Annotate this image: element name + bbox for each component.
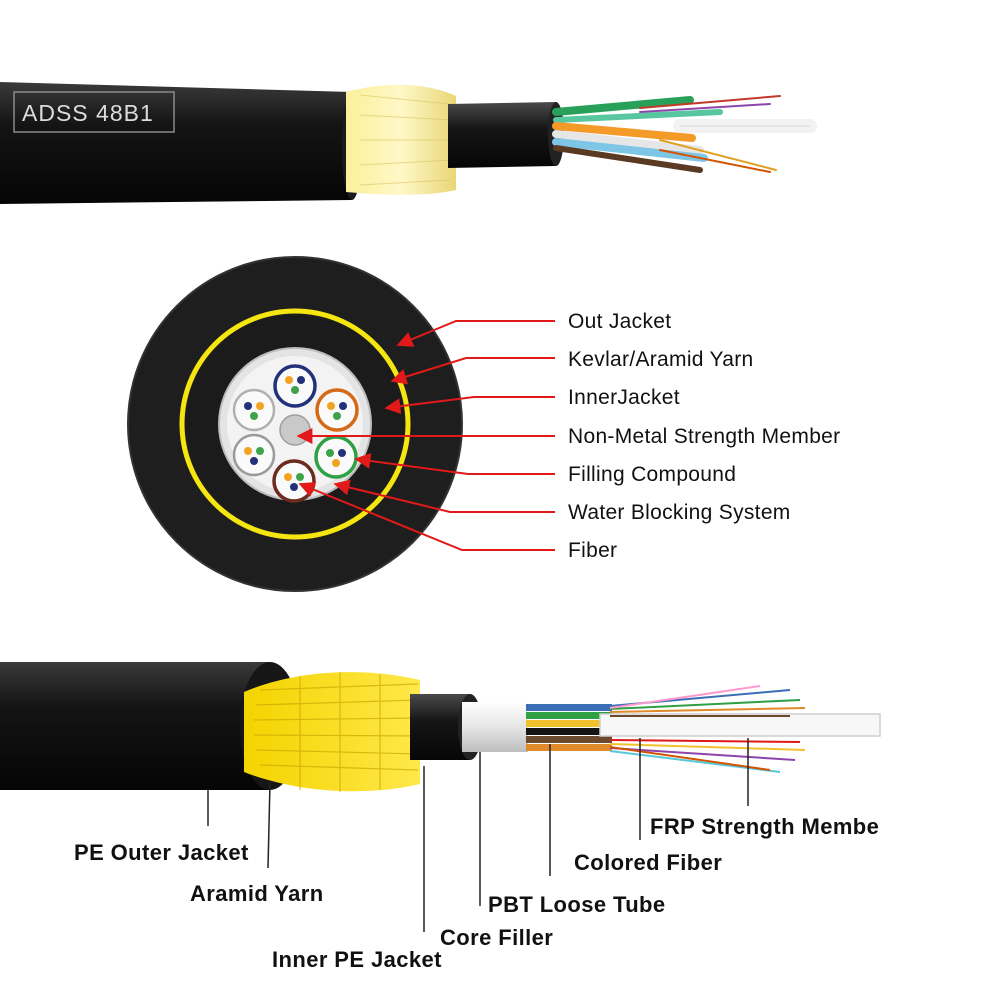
bottom-colored-fibers: [609, 685, 806, 773]
cs-loose-tubes: [232, 364, 359, 503]
leader-water-blocking: [333, 479, 555, 513]
label-colored-fiber: Colored Fiber: [574, 850, 722, 875]
cs-labels: Out Jacket Kevlar/Aramid Yarn InnerJacke…: [568, 310, 840, 562]
label-filling-compound: Filling Compound: [568, 463, 736, 486]
bottom-cable-illustration: PE Outer Jacket Aramid Yarn Inner PE Jac…: [0, 662, 881, 972]
label-pbt-loose-tube: PBT Loose Tube: [488, 892, 666, 917]
cs-leader-lines: [296, 320, 555, 551]
bottom-outer-jacket: [0, 662, 270, 790]
label-pe-outer-jacket: PE Outer Jacket: [74, 840, 249, 865]
leader-fiber: [298, 482, 555, 551]
cable-print: ADSS 48B1: [22, 100, 154, 126]
cs-tube-grey: [232, 433, 276, 477]
cable-print-box: [13, 91, 175, 133]
label-fiber: Fiber: [568, 539, 617, 562]
leader-inner-jacket: [384, 396, 555, 415]
bottom-loose-tubes: [526, 704, 612, 751]
bottom-core-filler: [462, 702, 528, 752]
label-inner-pe-jacket: Inner PE Jacket: [272, 947, 442, 972]
cs-strength-member: [279, 414, 311, 446]
leader-out-jacket: [396, 320, 555, 347]
label-out-jacket: Out Jacket: [568, 310, 671, 333]
cs-aramid-ring: [179, 308, 411, 540]
cs-tube-blue: [273, 364, 317, 408]
cs-tube-brown: [272, 459, 316, 503]
bottom-leader-lines: [207, 738, 749, 932]
top-cable-illustration: ADSS 48B1: [0, 82, 817, 204]
label-water-blocking: Water Blocking System: [568, 501, 791, 524]
bottom-frp-member: [599, 713, 881, 737]
label-strength-member: Non-Metal Strength Member: [568, 425, 840, 448]
label-core-filler: Core Filler: [440, 925, 553, 950]
cs-tube-green: [314, 435, 358, 479]
leader-filling-compound: [354, 452, 555, 475]
top-inner-jacket: [448, 102, 556, 168]
cs-tube-white: [232, 388, 276, 432]
cs-tube-orange: [315, 388, 359, 432]
bottom-labels: PE Outer Jacket Aramid Yarn Inner PE Jac…: [74, 814, 879, 972]
label-inner-jacket: InnerJacket: [568, 386, 680, 409]
label-aramid-yarn: Aramid Yarn: [190, 881, 324, 906]
cross-section: Out Jacket Kevlar/Aramid Yarn InnerJacke…: [127, 256, 840, 592]
leader-kevlar: [390, 357, 555, 385]
bottom-inner-jacket: [410, 694, 470, 760]
label-kevlar: Kevlar/Aramid Yarn: [568, 348, 754, 371]
leader-aramid: [267, 781, 271, 869]
label-frp-strength: FRP Strength Membe: [650, 814, 879, 839]
top-outer-jacket: [0, 82, 352, 204]
top-fibers: [552, 95, 817, 173]
